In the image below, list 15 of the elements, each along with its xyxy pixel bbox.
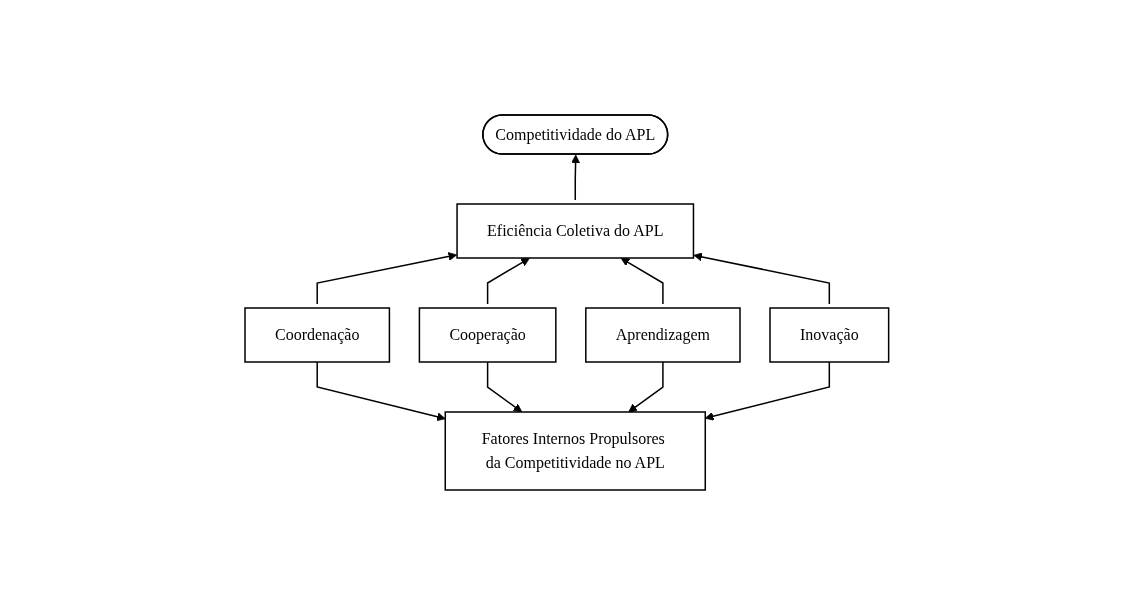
arrow [693,252,831,305]
arrow [620,257,664,305]
node-box: Aprendizagem [585,307,741,363]
arrow [316,252,458,305]
arrow [628,361,664,413]
arrow [316,361,446,422]
node-box: Inovação [769,307,890,363]
arrow [705,361,831,421]
node-box: Fatores Internos Propulsores da Competitividade no APL [444,411,707,491]
arrow [487,257,530,305]
node-box: Eficiência Coletiva do APL [456,203,695,259]
arrow [487,361,523,413]
arrow [571,154,581,201]
node-box: Coordenação [244,307,391,363]
node-box: Cooperação [418,307,557,363]
